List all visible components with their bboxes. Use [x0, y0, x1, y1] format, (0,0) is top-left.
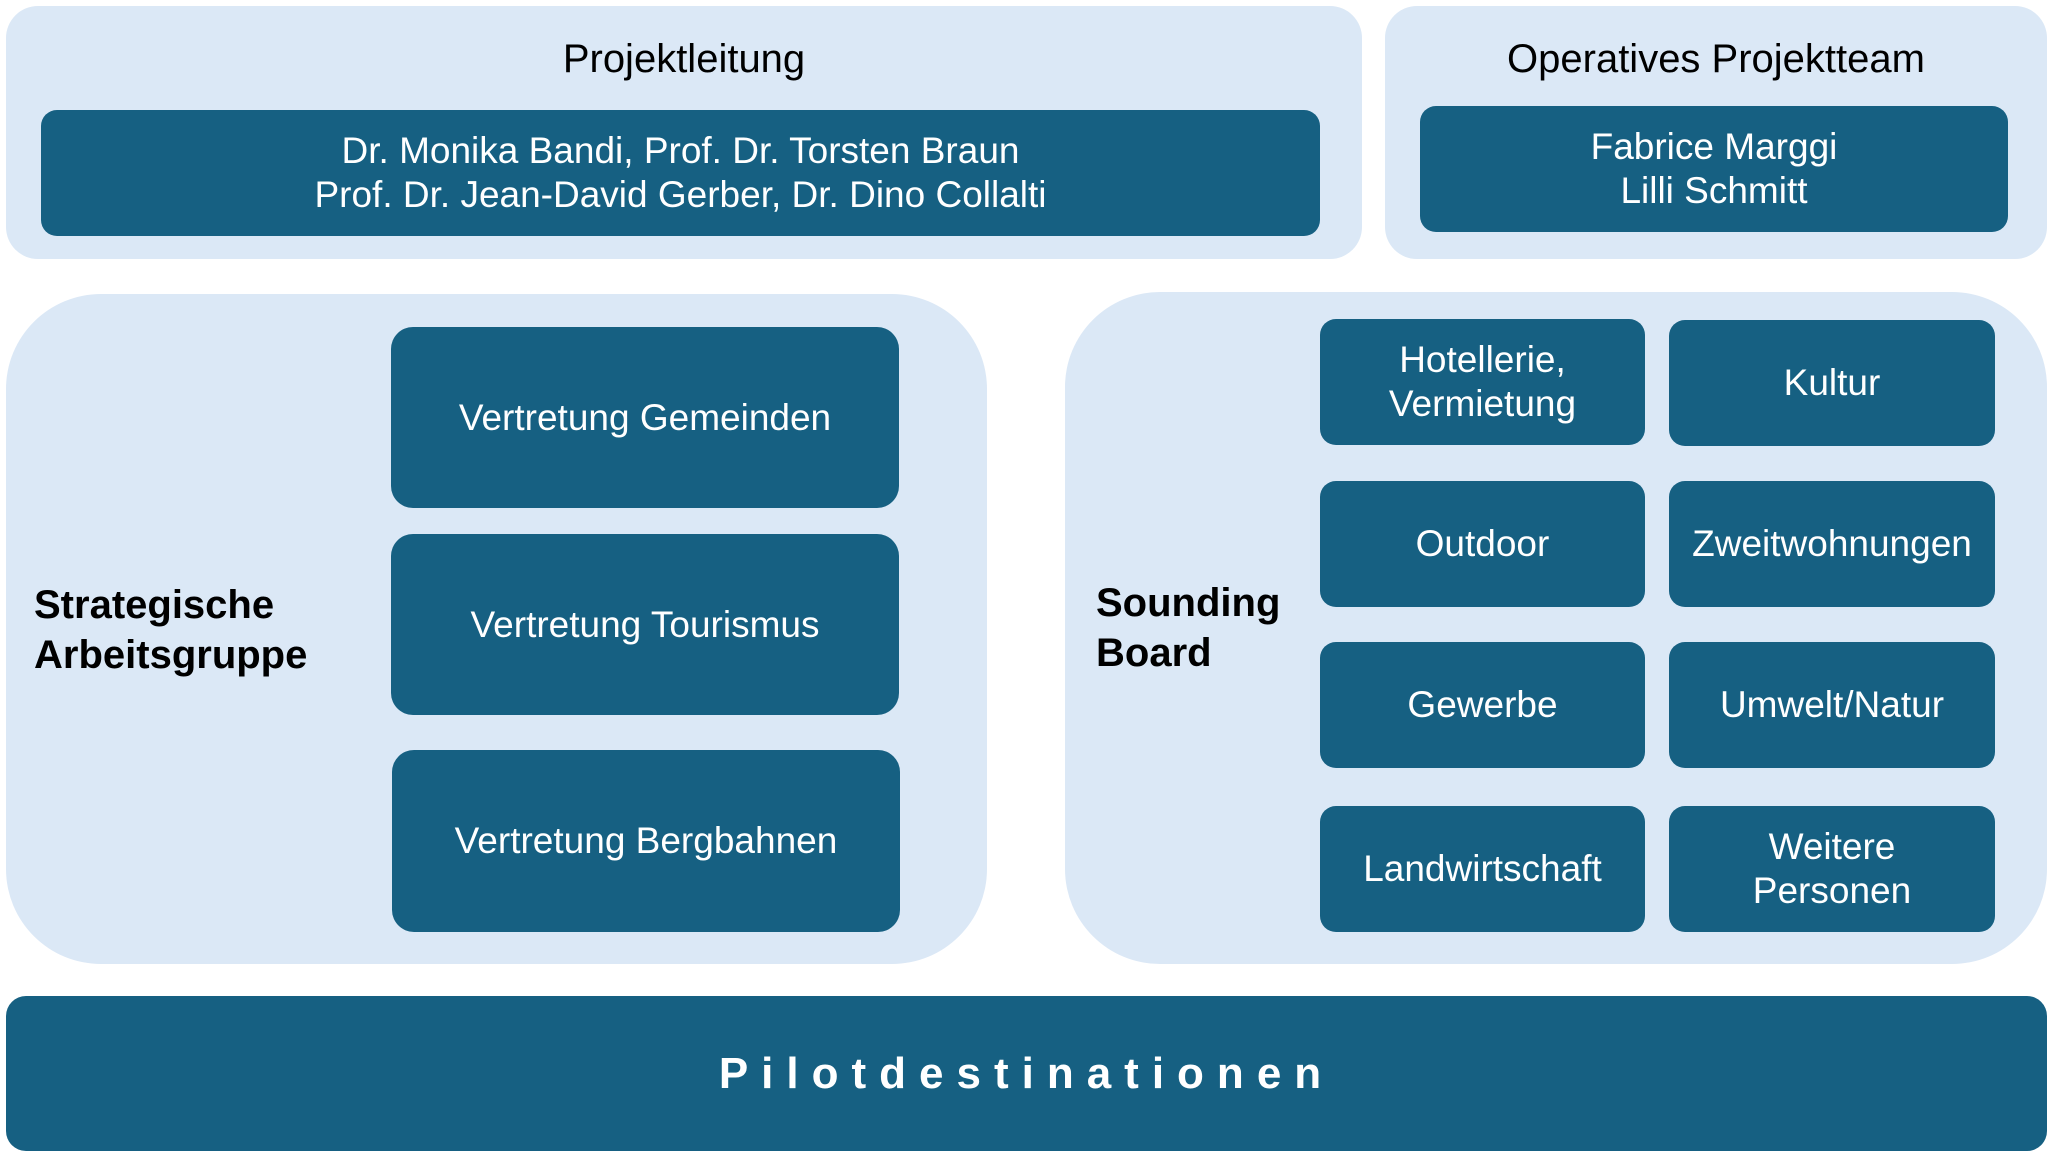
item-line: Personen — [1752, 870, 1912, 911]
operatives-projektteam-title: Operatives Projektteam — [1507, 37, 1925, 81]
label-line: Arbeitsgruppe — [34, 633, 308, 677]
strategische-arbeitsgruppe-label: Strategische Arbeitsgruppe — [34, 580, 307, 680]
item-line: Kultur — [1783, 362, 1881, 403]
sounding-board-item-kultur: Kultur — [1669, 320, 1995, 446]
item-line: Landwirtschaft — [1363, 848, 1602, 889]
item-line: Weitere — [1768, 826, 1896, 867]
item-line: Outdoor — [1415, 523, 1550, 564]
sounding-board-item-zweitwohnungen: Zweitwohnungen — [1669, 481, 1995, 607]
item-line: Umwelt/Natur — [1719, 684, 1945, 725]
sounding-board-item-hotellerie: Hotellerie, Vermietung — [1320, 319, 1645, 445]
projektleitung-members-box: Dr. Monika Bandi, Prof. Dr. Torsten Brau… — [41, 110, 1320, 236]
projektteam-member: Lilli Schmitt — [1620, 170, 1808, 211]
label-line: Sounding — [1096, 581, 1281, 625]
projektleitung-member-line: Prof. Dr. Jean-David Gerber, Dr. Dino Co… — [314, 174, 1047, 215]
sounding-board-item-landwirtschaft: Landwirtschaft — [1320, 806, 1645, 932]
sounding-board-item-gewerbe: Gewerbe — [1320, 642, 1645, 768]
label-line: Strategische — [34, 583, 275, 627]
vertretung-bergbahnen-box: Vertretung Bergbahnen — [392, 750, 900, 932]
sounding-board-item-outdoor: Outdoor — [1320, 481, 1645, 607]
sounding-board-item-umwelt-natur: Umwelt/Natur — [1669, 642, 1995, 768]
item-line: Hotellerie, — [1399, 339, 1566, 380]
operatives-projektteam-members-box: Fabrice Marggi Lilli Schmitt — [1420, 106, 2008, 232]
projektleitung-member-line: Dr. Monika Bandi, Prof. Dr. Torsten Brau… — [341, 130, 1020, 171]
pilotdestinationen-bar: Pilotdestinationen — [6, 996, 2047, 1151]
sounding-board-item-weitere-personen: Weitere Personen — [1669, 806, 1995, 932]
vertretung-tourismus-box: Vertretung Tourismus — [391, 534, 899, 715]
vertretung-gemeinden-box: Vertretung Gemeinden — [391, 327, 899, 508]
item-line: Vermietung — [1388, 383, 1577, 424]
projektteam-member: Fabrice Marggi — [1590, 126, 1838, 167]
item-line: Gewerbe — [1407, 684, 1558, 725]
sounding-board-label: Sounding Board — [1096, 578, 1280, 678]
label-line: Board — [1096, 631, 1212, 675]
item-line: Zweitwohnungen — [1692, 523, 1972, 564]
projektleitung-title: Projektleitung — [562, 37, 806, 81]
